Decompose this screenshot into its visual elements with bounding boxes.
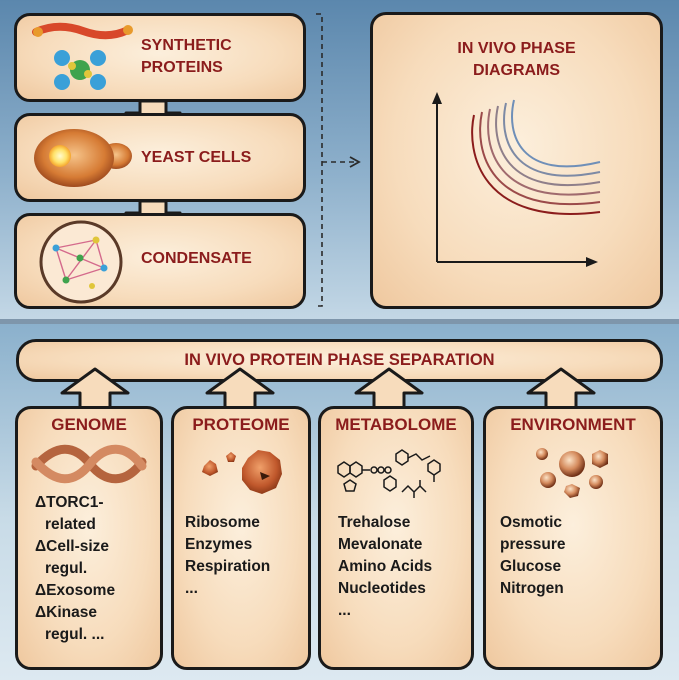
list-item: Amino Acids (338, 558, 433, 575)
list-item: regul. (45, 560, 88, 577)
list-item: Nucleotides (338, 580, 426, 597)
list-item: Enzymes (185, 536, 253, 553)
list-item: Osmotic (500, 514, 563, 531)
list-item: Glucose (500, 558, 562, 575)
list-item: ΔTORC1- (35, 494, 104, 511)
environment-box (483, 406, 663, 670)
list-item: Ribosome (185, 514, 260, 531)
genome-box (15, 406, 163, 670)
yeast-cell-icon (34, 129, 132, 187)
phase-diagram-box (370, 12, 663, 309)
proteome-title: PROTEOME (192, 415, 290, 434)
metabolome-title: METABOLOME (335, 415, 457, 434)
list-item: ΔExosome (35, 582, 116, 599)
condensate-network-icon (39, 220, 123, 304)
list-item: ΔCell-size (35, 538, 110, 555)
dna-helix-icon (31, 444, 147, 484)
yeast-cells-label: YEAST CELLS (141, 149, 252, 166)
list-item: Mevalonate (338, 536, 423, 553)
list-item: related (45, 516, 96, 533)
list-item: Respiration (185, 558, 271, 575)
list-item: ΔKinase (35, 604, 97, 621)
genome-title: GENOME (51, 415, 127, 434)
protein-aggregate-icon (202, 450, 282, 494)
up-arrow-icon (526, 367, 596, 411)
list-item: Nitrogen (500, 580, 564, 597)
phase-diagram-plot (432, 92, 601, 267)
list-item: ... (338, 602, 351, 619)
phase-diagram-title: IN VIVO PHASE DIAGRAMS (457, 40, 576, 79)
list-item: pressure (500, 536, 566, 553)
environment-particles-icon (536, 448, 608, 498)
metabolome-box (318, 406, 474, 670)
up-arrow-icon (205, 367, 275, 411)
proteome-list: Ribosome Enzymes Respiration ... (185, 512, 270, 600)
list-item: regul. ... (45, 626, 105, 643)
genome-list: ΔTORC1- related ΔCell-size regul. ΔExoso… (35, 492, 115, 646)
metabolite-structures-icon (337, 449, 441, 498)
environment-title: ENVIRONMENT (510, 415, 636, 434)
condensate-label: CONDENSATE (141, 250, 252, 267)
metabolome-list: Trehalose Mevalonate Amino Acids Nucleot… (338, 512, 432, 622)
environment-list: Osmotic pressure Glucose Nitrogen (500, 512, 565, 600)
panel-divider (0, 319, 679, 324)
dashed-connector (316, 13, 361, 307)
up-arrow-icon (354, 367, 424, 411)
list-item: Trehalose (338, 514, 411, 531)
synthetic-protein-icon (32, 22, 133, 90)
proteome-box (171, 406, 311, 670)
synthetic-proteins-label: SYNTHETIC PROTEINS (141, 37, 232, 76)
phase-separation-title: IN VIVO PROTEIN PHASE SEPARATION (184, 351, 495, 369)
up-arrow-icon (60, 367, 130, 411)
list-item: ... (185, 580, 198, 597)
